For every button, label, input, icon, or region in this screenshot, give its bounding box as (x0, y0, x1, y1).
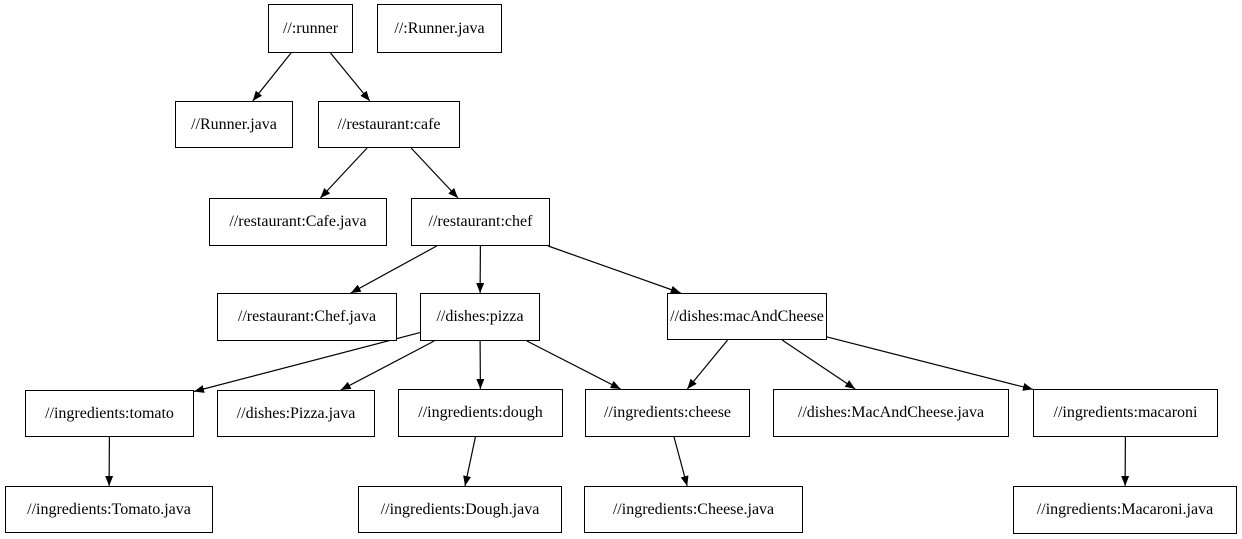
graph-node-dough: //ingredients:dough (398, 389, 563, 437)
graph-node-cafe-java: //restaurant:Cafe.java (209, 198, 387, 246)
graph-node-chef: //restaurant:chef (411, 198, 550, 246)
graph-node-macaroni-java: //ingredients:Macaroni.java (1013, 486, 1237, 534)
graph-edge-pizza-to-cheese (526, 340, 621, 390)
graph-edge-cheese-to-cheese-java (673, 436, 689, 487)
graph-node-runner-java-root: //:Runner.java (377, 4, 502, 53)
graph-edge-pizza-to-pizza-java (340, 340, 435, 391)
graph-node-cheese: //ingredients:cheese (585, 389, 750, 437)
graph-edge-chef-to-chef-java (350, 245, 437, 294)
graph-edge-runner-to-cafe (330, 52, 371, 102)
graph-node-cafe: //restaurant:cafe (318, 101, 460, 148)
graph-node-tomato: //ingredients:tomato (25, 390, 194, 437)
graph-node-pizza: //dishes:pizza (420, 293, 540, 341)
graph-edge-runner-to-runner-java (252, 52, 292, 102)
graph-edge-dough-to-dough-java (463, 436, 476, 487)
graph-node-runner: //:runner (268, 4, 353, 53)
graph-edge-cafe-to-chef (410, 147, 459, 199)
graph-edge-pizza-to-tomato (193, 332, 421, 393)
graph-edge-mac-and-cheese-to-macaroni (826, 336, 1034, 391)
graph-node-mac-and-cheese-java: //dishes:MacAndCheese.java (773, 389, 1009, 437)
graph-node-chef-java: //restaurant:Chef.java (217, 293, 397, 341)
graph-node-dough-java: //ingredients:Dough.java (358, 486, 562, 533)
graph-edge-cafe-to-cafe-java (319, 147, 368, 199)
graph-node-runner-java: //Runner.java (175, 101, 293, 148)
graph-node-mac-and-cheese: //dishes:macAndCheese (667, 293, 827, 340)
graph-edge-chef-to-mac-and-cheese (547, 245, 681, 294)
graph-edge-mac-and-cheese-to-cheese (686, 339, 729, 390)
graph-node-cheese-java: //ingredients:Cheese.java (584, 486, 803, 533)
graph-node-macaroni: //ingredients:macaroni (1033, 389, 1218, 437)
graph-node-tomato-java: //ingredients:Tomato.java (5, 486, 213, 533)
graph-edge-mac-and-cheese-to-mac-and-cheese-java (781, 339, 856, 390)
graph-node-pizza-java: //dishes:Pizza.java (217, 390, 375, 437)
